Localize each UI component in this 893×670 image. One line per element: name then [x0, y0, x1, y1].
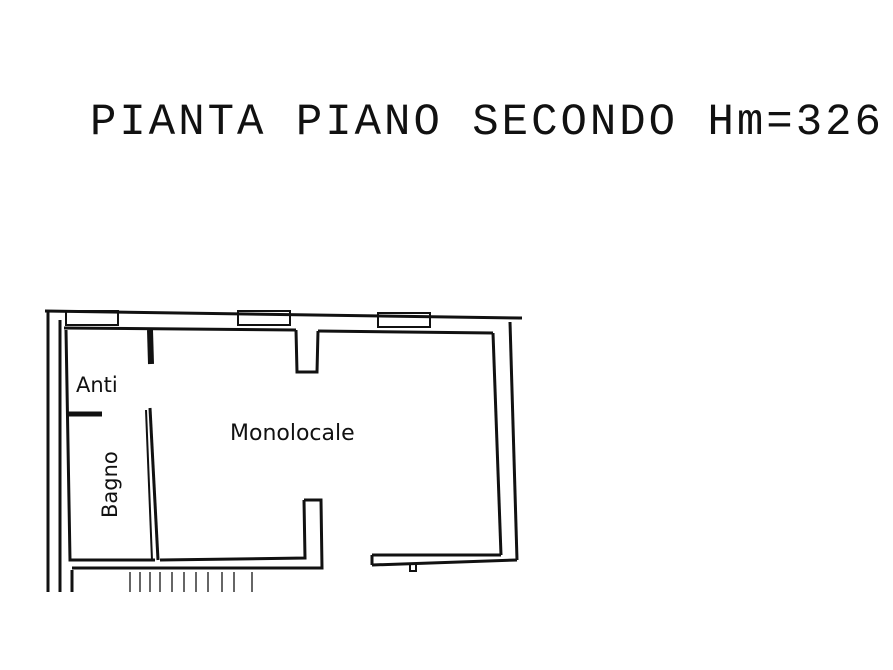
room-label-monolocale: Monolocale [230, 421, 355, 446]
room-label-bagno: Bagno [98, 451, 122, 518]
plan-title: PIANTA PIANO SECONDO Hm=326 [90, 97, 884, 149]
room-label-anti: Anti [76, 373, 118, 397]
